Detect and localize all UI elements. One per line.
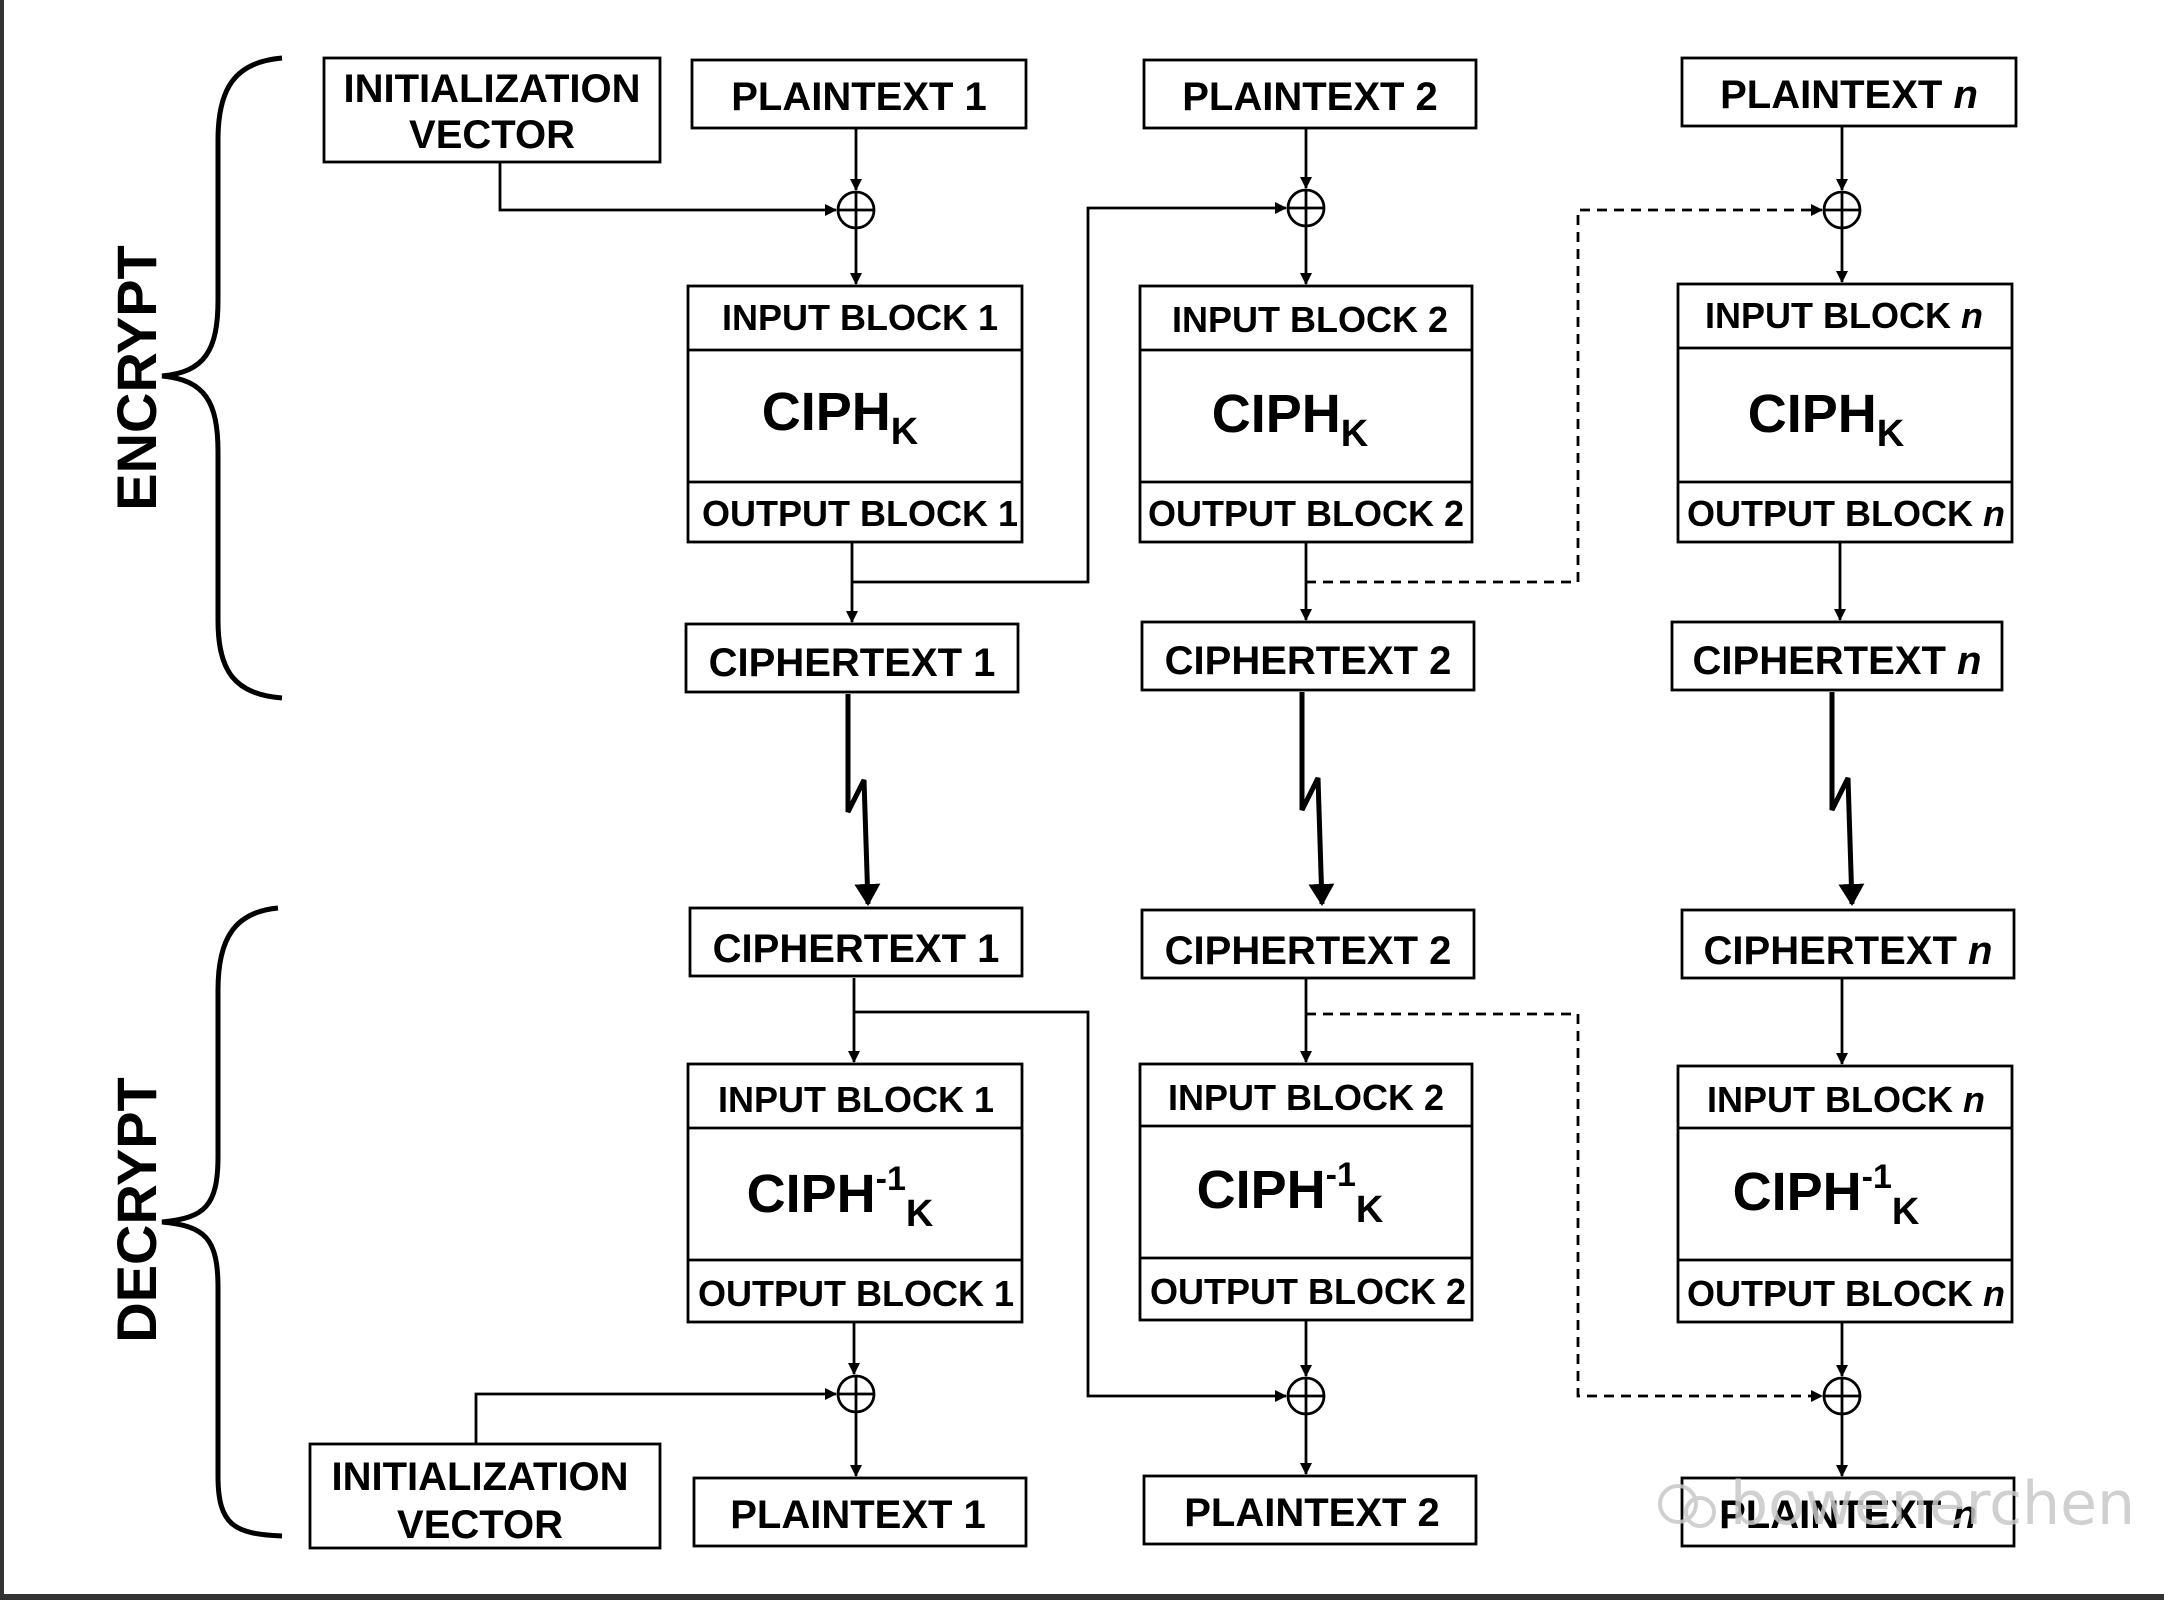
encrypt-ciph-n-label: CIPHK [1748,384,1905,455]
encrypt-input-block-2-label: INPUT BLOCK 2 [1172,299,1448,340]
encrypt-iv-line2: VECTOR [409,113,575,157]
decrypt-xor-n-icon [1822,1376,1862,1416]
encrypt-label: ENCRYPT [105,245,168,511]
decrypt-input-block-1-label: INPUT BLOCK 1 [718,1079,994,1120]
encrypt-cipher-block-n: INPUT BLOCK n CIPHK OUTPUT BLOCK n [1676,282,2014,544]
decrypt-cipher-block-2: INPUT BLOCK 2 CIPH-1K OUTPUT BLOCK 2 [1138,1062,1474,1322]
decrypt-iv-line1: INITIALIZATION [332,1455,629,1499]
decrypt-output-block-2-label: OUTPUT BLOCK 2 [1150,1271,1466,1312]
encrypt-ciphertext-n-box: CIPHERTEXT n [1670,620,2004,692]
decrypt-plaintext-2-box: PLAINTEXT 2 [1142,1474,1478,1546]
decrypt-ciphertext-2-box: CIPHERTEXT 2 [1140,908,1476,980]
encrypt-ciph-1-label: CIPHK [762,382,919,453]
encrypt-plaintext-2-label: PLAINTEXT 2 [1182,75,1438,119]
decrypt-output-block-n-label: OUTPUT BLOCK n [1687,1273,2005,1314]
decrypt-iv-line2: VECTOR [397,1503,563,1547]
decrypt-ciphertext-1-label: CIPHERTEXT 1 [713,927,1000,971]
decrypt-cipher-block-1: INPUT BLOCK 1 CIPH-1K OUTPUT BLOCK 1 [686,1062,1024,1324]
decrypt-ciphertext-2-label: CIPHERTEXT 2 [1165,929,1452,973]
decrypt-connectors [474,978,1848,1477]
encrypt-input-block-n-label: INPUT BLOCK n [1705,295,1983,336]
decrypt-iv-box: INITIALIZATION VECTOR [308,1442,662,1550]
encrypt-plaintext-n-label: PLAINTEXT n [1720,73,1978,117]
frame-bottom-edge [0,1594,2164,1600]
decrypt-ciph-inv-1-label: CIPH-1K [747,1160,934,1235]
encrypt-plaintext-2-box: PLAINTEXT 2 [1142,58,1478,130]
decrypt-plaintext-1-label: PLAINTEXT 1 [730,1493,986,1537]
encrypt-plaintext-n-box: PLAINTEXT n [1680,56,2018,128]
encrypt-ciphertext-2-box: CIPHERTEXT 2 [1140,620,1476,692]
encrypt-input-block-1-label: INPUT BLOCK 1 [722,297,998,338]
encrypt-cipher-block-2: INPUT BLOCK 2 CIPHK OUTPUT BLOCK 2 [1138,284,1474,544]
watermark-text: bowenerchen [1730,1469,2135,1539]
watermark-logo-icon [1658,1484,1698,1524]
encrypt-iv-line1: INITIALIZATION [344,67,641,111]
decrypt-ciphertext-n-label: CIPHERTEXT n [1704,929,1993,973]
encrypt-cipher-block-1: INPUT BLOCK 1 CIPHK OUTPUT BLOCK 1 [686,284,1024,544]
decrypt-xor-1-icon [836,1374,876,1414]
encrypt-plaintext-1-label: PLAINTEXT 1 [731,75,987,119]
decrypt-plaintext-n-box: PLAINTEXT n [1680,1476,2016,1548]
watermark: bowenerchen [1658,1469,2135,1539]
decrypt-plaintext-1-box: PLAINTEXT 1 [692,1476,1028,1548]
encrypt-ciphertext-2-label: CIPHERTEXT 2 [1165,639,1452,683]
transmit-arrow-2 [1299,692,1335,906]
decrypt-label: DECRYPT [105,1077,168,1343]
decrypt-ciphertext-n-box: CIPHERTEXT n [1680,908,2016,980]
decrypt-ciphertext-1-box: CIPHERTEXT 1 [688,906,1024,978]
encrypt-output-block-n-label: OUTPUT BLOCK n [1687,493,2005,534]
encrypt-output-block-2-label: OUTPUT BLOCK 2 [1148,493,1464,534]
encrypt-brace [161,55,283,701]
transmit-arrow-1 [845,694,881,906]
decrypt-cipher-block-n: INPUT BLOCK n CIPH-1K OUTPUT BLOCK n [1676,1064,2014,1324]
encrypt-ciphertext-1-label: CIPHERTEXT 1 [709,641,996,685]
decrypt-ciph-inv-2-label: CIPH-1K [1197,1156,1384,1231]
encrypt-xor-1-icon [836,190,876,230]
encrypt-ciphertext-n-label: CIPHERTEXT n [1693,639,1982,683]
frame-left-edge [0,0,4,1600]
encrypt-xor-n-icon [1822,190,1862,230]
decrypt-input-block-2-label: INPUT BLOCK 2 [1168,1077,1444,1118]
decrypt-plaintext-2-label: PLAINTEXT 2 [1184,1491,1440,1535]
decrypt-output-block-1-label: OUTPUT BLOCK 1 [698,1273,1014,1314]
encrypt-connectors [498,126,1848,623]
encrypt-ciphertext-1-box: CIPHERTEXT 1 [684,622,1020,694]
encrypt-ciph-2-label: CIPHK [1212,384,1369,455]
decrypt-plaintext-n-label: PLAINTEXT n [1719,1493,1977,1537]
transmit-arrow-n [1829,692,1865,906]
encrypt-plaintext-1-box: PLAINTEXT 1 [690,58,1028,130]
decrypt-ciph-inv-n-label: CIPH-1K [1733,1158,1920,1233]
decrypt-xor-2-icon [1286,1376,1326,1416]
encrypt-iv-box: INITIALIZATION VECTOR [322,56,662,164]
decrypt-input-block-n-label: INPUT BLOCK n [1707,1079,1985,1120]
encrypt-xor-2-icon [1286,188,1326,228]
encrypt-output-block-1-label: OUTPUT BLOCK 1 [702,493,1018,534]
decrypt-brace [161,905,283,1539]
